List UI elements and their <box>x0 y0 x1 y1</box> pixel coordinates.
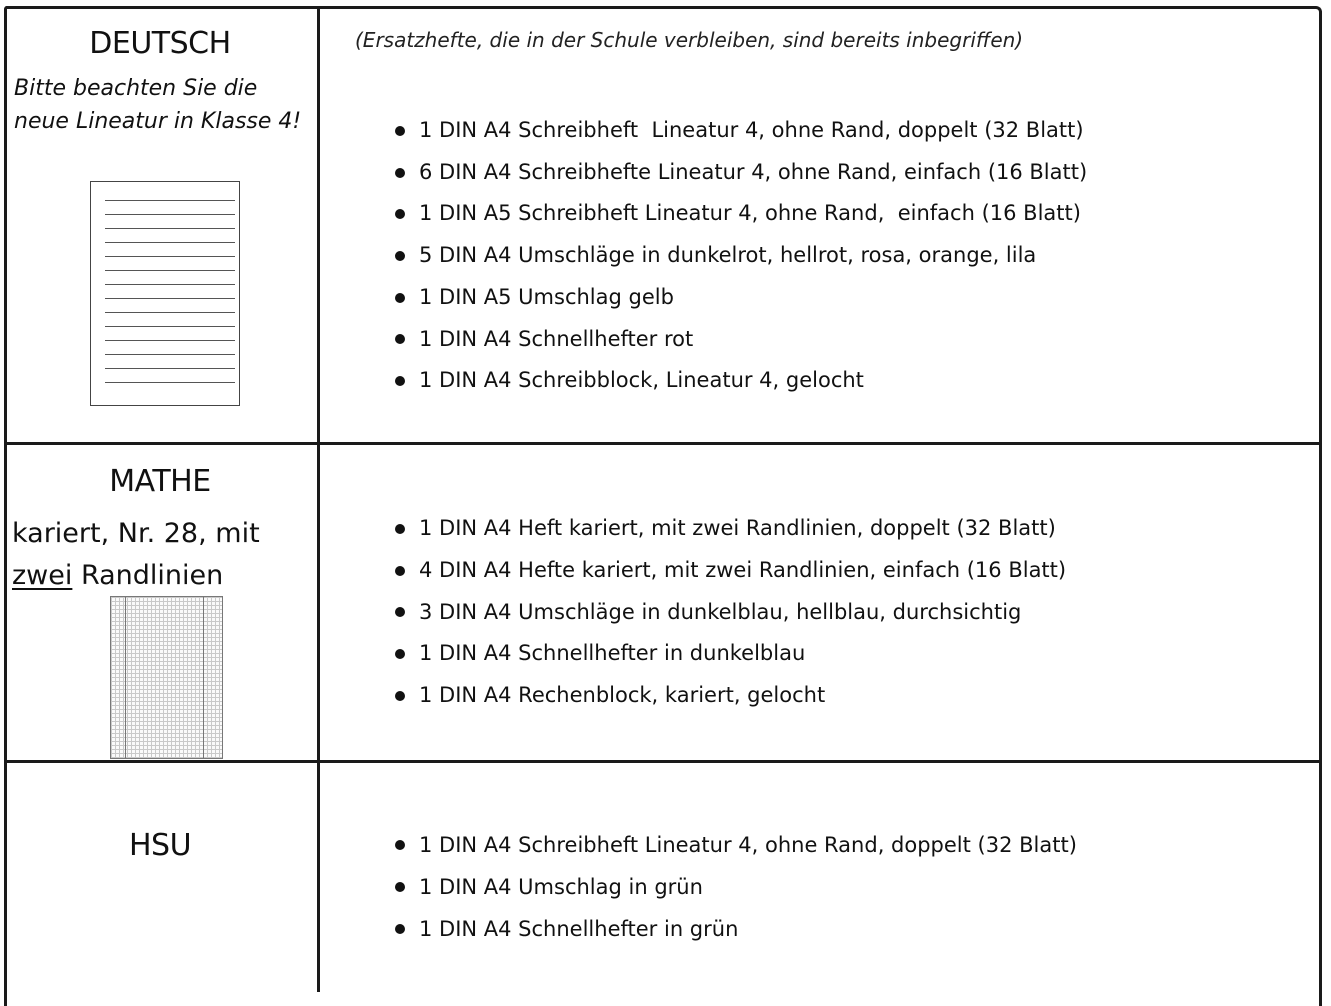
list-item: 1 DIN A4 Umschlag in grün <box>392 866 1077 908</box>
list-item: 1 DIN A4 Schnellhefter rot <box>392 319 1087 361</box>
grid-paper-icon <box>110 596 223 759</box>
list-item: 1 DIN A4 Schreibblock, Lineatur 4, geloc… <box>392 360 1087 402</box>
list-item: 6 DIN A4 Schreibhefte Lineatur 4, ohne R… <box>392 152 1087 194</box>
list-item: 1 DIN A4 Schreibheft Lineatur 4, ohne Ra… <box>392 110 1087 152</box>
list-item: 4 DIN A4 Hefte kariert, mit zwei Randlin… <box>392 550 1066 592</box>
list-item: 1 DIN A4 Schnellhefter in grün <box>392 908 1077 950</box>
row-divider-2 <box>4 760 1322 763</box>
list-item: 1 DIN A5 Umschlag gelb <box>392 277 1087 319</box>
list-item: 1 DIN A4 Schreibheft Lineatur 4, ohne Ra… <box>392 824 1077 866</box>
list-item: 1 DIN A4 Heft kariert, mit zwei Randlini… <box>392 508 1066 550</box>
deutsch-item-list: 1 DIN A4 Schreibheft Lineatur 4, ohne Ra… <box>392 110 1087 402</box>
mathe-note-underlined: zwei <box>12 560 73 591</box>
deutsch-note: Bitte beachten Sie die neue Lineatur in … <box>14 76 302 134</box>
mathe-note-rest: Randlinien <box>72 560 224 591</box>
table-frame <box>4 6 1322 1006</box>
hsu-item-list: 1 DIN A4 Schreibheft Lineatur 4, ohne Ra… <box>392 824 1077 950</box>
mathe-note: kariert, Nr. 28, mit zwei Randlinien <box>12 513 312 597</box>
list-item: 1 DIN A5 Schreibheft Lineatur 4, ohne Ra… <box>392 193 1087 235</box>
mathe-note-line1: kariert, Nr. 28, mit <box>12 518 260 549</box>
subject-deutsch: DEUTSCH <box>89 26 231 61</box>
replacement-note: (Ersatzhefte, die in der Schule verbleib… <box>355 28 1024 52</box>
list-item: 5 DIN A4 Umschläge in dunkelrot, hellrot… <box>392 235 1087 277</box>
mathe-item-list: 1 DIN A4 Heft kariert, mit zwei Randlini… <box>392 508 1066 717</box>
lined-paper-icon <box>90 181 240 406</box>
subject-hsu: HSU <box>128 828 192 863</box>
subject-mathe: MATHE <box>109 464 211 499</box>
list-item: 1 DIN A4 Schnellhefter in dunkelblau <box>392 633 1066 675</box>
mathe-note-line2: zwei Randlinien <box>12 555 312 597</box>
list-item: 1 DIN A4 Rechenblock, kariert, gelocht <box>392 675 1066 717</box>
column-divider <box>317 6 320 992</box>
row-divider-1 <box>4 442 1322 445</box>
list-item: 3 DIN A4 Umschläge in dunkelblau, hellbl… <box>392 592 1066 634</box>
